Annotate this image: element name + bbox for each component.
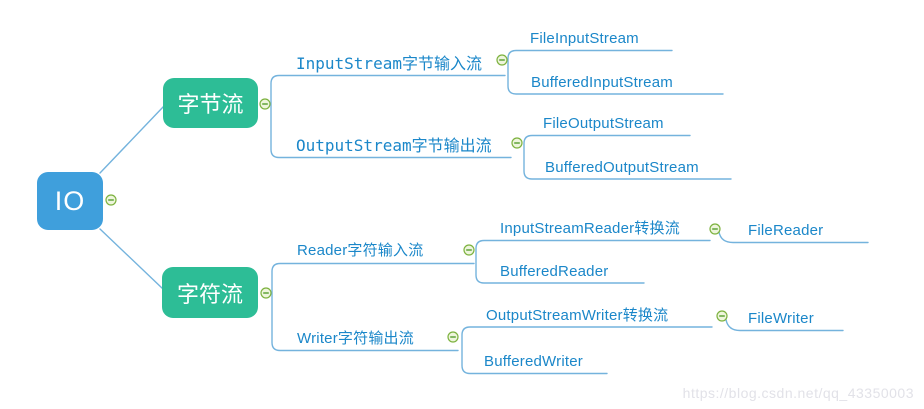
topic-inputstreamreader[interactable]: InputStreamReader转换流	[500, 220, 680, 237]
connector-inputstream-bracket	[507, 49, 724, 95]
collapse-icon-char-stream[interactable]	[259, 286, 272, 299]
topic-bufferedoutputstream[interactable]: BufferedOutputStream	[545, 159, 699, 176]
topic-fileoutputstream[interactable]: FileOutputStream	[543, 115, 664, 132]
topic-outputstream[interactable]: OutputStream字节输出流	[296, 136, 492, 155]
root-node-io[interactable]: IO	[37, 172, 103, 230]
branch-node-byte-stream[interactable]: 字节流	[163, 78, 258, 128]
topic-bufferedinputstream[interactable]: BufferedInputStream	[531, 74, 673, 91]
connector-filewriter-line	[725, 318, 844, 332]
collapse-icon-byte-stream[interactable]	[259, 97, 271, 110]
topic-inputstream[interactable]: InputStream字节输入流	[296, 54, 482, 73]
collapse-icon-writer[interactable]	[446, 330, 459, 343]
topic-filewriter[interactable]: FileWriter	[748, 310, 814, 327]
topic-filereader[interactable]: FileReader	[748, 222, 824, 239]
topic-fileinputstream[interactable]: FileInputStream	[530, 30, 639, 47]
collapse-icon-outputstream[interactable]	[510, 136, 523, 149]
topic-writer[interactable]: Writer字符输出流	[297, 330, 414, 347]
collapse-icon-outputstreamwriter[interactable]	[715, 309, 728, 322]
topic-bufferedreader[interactable]: BufferedReader	[500, 263, 609, 280]
topic-outputstreamwriter[interactable]: OutputStreamWriter转换流	[486, 307, 669, 324]
connector-char-branch-bracket	[271, 262, 475, 352]
connector-root-to-byte-branch	[99, 105, 165, 174]
connector-root-to-char-branch	[99, 228, 164, 290]
connector-writer-bracket	[461, 326, 713, 375]
collapse-icon-inputstream[interactable]	[495, 53, 508, 66]
topic-reader[interactable]: Reader字符输入流	[297, 242, 424, 259]
connector-byte-branch-bracket	[270, 74, 512, 159]
collapse-icon-root[interactable]	[105, 193, 117, 206]
collapse-icon-reader[interactable]	[462, 243, 475, 256]
connector-filereader-line	[718, 231, 869, 244]
watermark-url: https://blog.csdn.net/qq_43350003	[682, 385, 914, 401]
branch-node-char-stream[interactable]: 字符流	[162, 267, 258, 318]
collapse-icon-inputstreamreader[interactable]	[708, 222, 721, 235]
connector-outputstream-bracket	[523, 134, 732, 180]
connector-reader-bracket	[475, 239, 711, 284]
topic-bufferedwriter[interactable]: BufferedWriter	[484, 353, 583, 370]
